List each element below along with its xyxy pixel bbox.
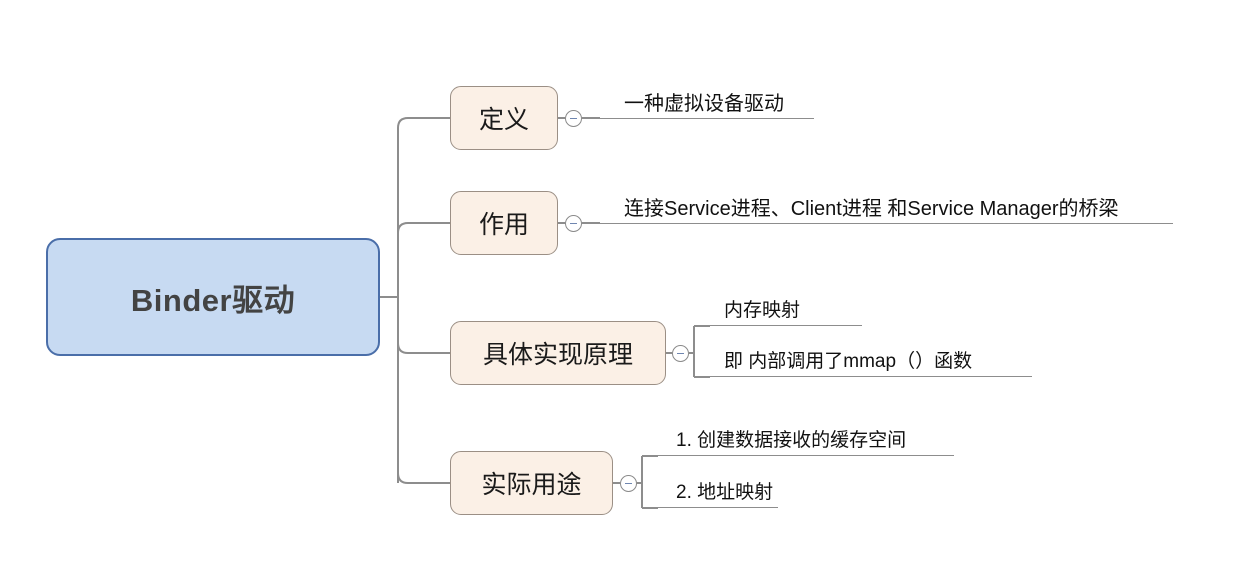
leaf-implementation-2[interactable]: 即 内部调用了mmap（）函数 <box>710 339 1032 377</box>
branch-node-definition[interactable]: 定义 <box>450 86 558 150</box>
leaf-usage-1-label: 1. 创建数据接收的缓存空间 <box>676 430 907 452</box>
collapse-toggle-implementation[interactable] <box>672 345 689 362</box>
collapse-toggle-usage[interactable] <box>620 475 637 492</box>
leaf-usage-1[interactable]: 1. 创建数据接收的缓存空间 <box>658 419 954 456</box>
collapse-toggle-definition[interactable] <box>565 110 582 127</box>
leaf-implementation-1[interactable]: 内存映射 <box>710 289 862 326</box>
wire-to-branch-4 <box>397 472 450 484</box>
leaf-usage-2-label: 2. 地址映射 <box>676 482 774 504</box>
leaf-purpose-1[interactable]: 连接Service进程、Client进程 和Service Manager的桥梁 <box>600 185 1173 224</box>
root-node-label: Binder驱动 <box>130 282 296 318</box>
leaf-implementation-1-label: 内存映射 <box>724 300 801 322</box>
root-node[interactable]: Binder驱动 <box>46 238 380 356</box>
leaf-definition-1[interactable]: 一种虚拟设备驱动 <box>600 80 814 119</box>
wire-to-branch-3 <box>397 342 450 354</box>
branch-node-implementation-label: 具体实现原理 <box>482 341 633 369</box>
wire-to-branch-2 <box>397 222 450 234</box>
branch-node-purpose-label: 作用 <box>478 211 529 239</box>
branch-node-purpose[interactable]: 作用 <box>450 191 558 255</box>
minus-icon <box>677 352 684 355</box>
minus-icon <box>570 222 577 225</box>
branch-node-implementation[interactable]: 具体实现原理 <box>450 321 666 385</box>
leaf-implementation-2-label: 即 内部调用了mmap（）函数 <box>724 351 973 373</box>
minus-icon <box>625 482 632 485</box>
leaf-definition-1-label: 一种虚拟设备驱动 <box>624 93 784 115</box>
leaf-usage-2[interactable]: 2. 地址映射 <box>658 470 778 508</box>
leaf-purpose-1-label: 连接Service进程、Client进程 和Service Manager的桥梁 <box>624 198 1119 220</box>
branch-node-usage-label: 实际用途 <box>481 471 582 499</box>
wire-to-branch-1 <box>397 117 450 138</box>
collapse-toggle-purpose[interactable] <box>565 215 582 232</box>
branch-node-definition-label: 定义 <box>478 106 529 134</box>
branch-node-usage[interactable]: 实际用途 <box>450 451 613 515</box>
minus-icon <box>570 117 577 120</box>
